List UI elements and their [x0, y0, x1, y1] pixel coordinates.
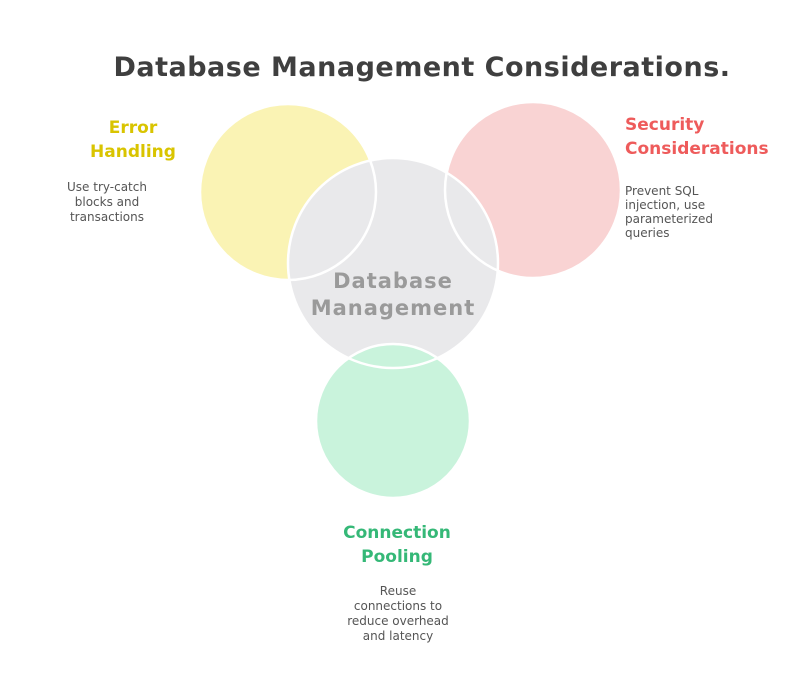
security-note-line: queries — [625, 226, 670, 240]
database-management-circle — [288, 158, 498, 368]
connection-pooling-note-line: connections to — [353, 599, 443, 613]
error-handling-label-line2: Handling — [90, 142, 176, 162]
error-handling-notes: Use try-catch blocks and transactions — [37, 180, 177, 225]
error-handling-circle-outline — [198, 102, 378, 282]
error-handling-note-line: blocks and — [74, 195, 140, 209]
security-notes: Prevent SQL injection, use parameterized… — [625, 184, 790, 240]
connection-pooling-label-line1: Connection — [343, 523, 451, 543]
error-handling-label-line1: Error — [108, 118, 158, 138]
security-label-line1: Security — [625, 115, 705, 135]
security-note-line: Prevent SQL — [625, 184, 699, 198]
database-management-circle-outline — [286, 156, 500, 370]
center-label-line1: Database — [333, 269, 453, 293]
error-handling-note-line: transactions — [69, 210, 145, 224]
security-note-line: parameterized — [625, 212, 713, 226]
security-circle-outline — [443, 100, 623, 280]
connection-pooling-notes: Reuse connections to reduce overhead and… — [325, 584, 471, 644]
diagram-title: Database Management Considerations. — [113, 52, 731, 83]
connection-pooling-note-line: reduce overhead — [347, 614, 449, 628]
security-note-line: injection, use — [625, 198, 706, 212]
security-label: Security Considerations — [625, 113, 800, 161]
connection-pooling-circle-outline — [314, 342, 472, 500]
error-handling-label: Error Handling — [53, 116, 213, 164]
connection-pooling-label: Connection Pooling — [317, 521, 477, 569]
connection-pooling-note-line: Reuse — [379, 584, 417, 598]
connection-pooling-note-line: and latency — [362, 629, 434, 643]
security-label-line2: Considerations — [625, 139, 769, 159]
center-circle-label: Database Management — [293, 268, 493, 322]
center-label-line2: Management — [310, 296, 476, 320]
connection-pooling-circle — [316, 344, 470, 498]
connection-pooling-label-line2: Pooling — [361, 547, 433, 567]
error-handling-note-line: Use try-catch — [67, 180, 147, 194]
